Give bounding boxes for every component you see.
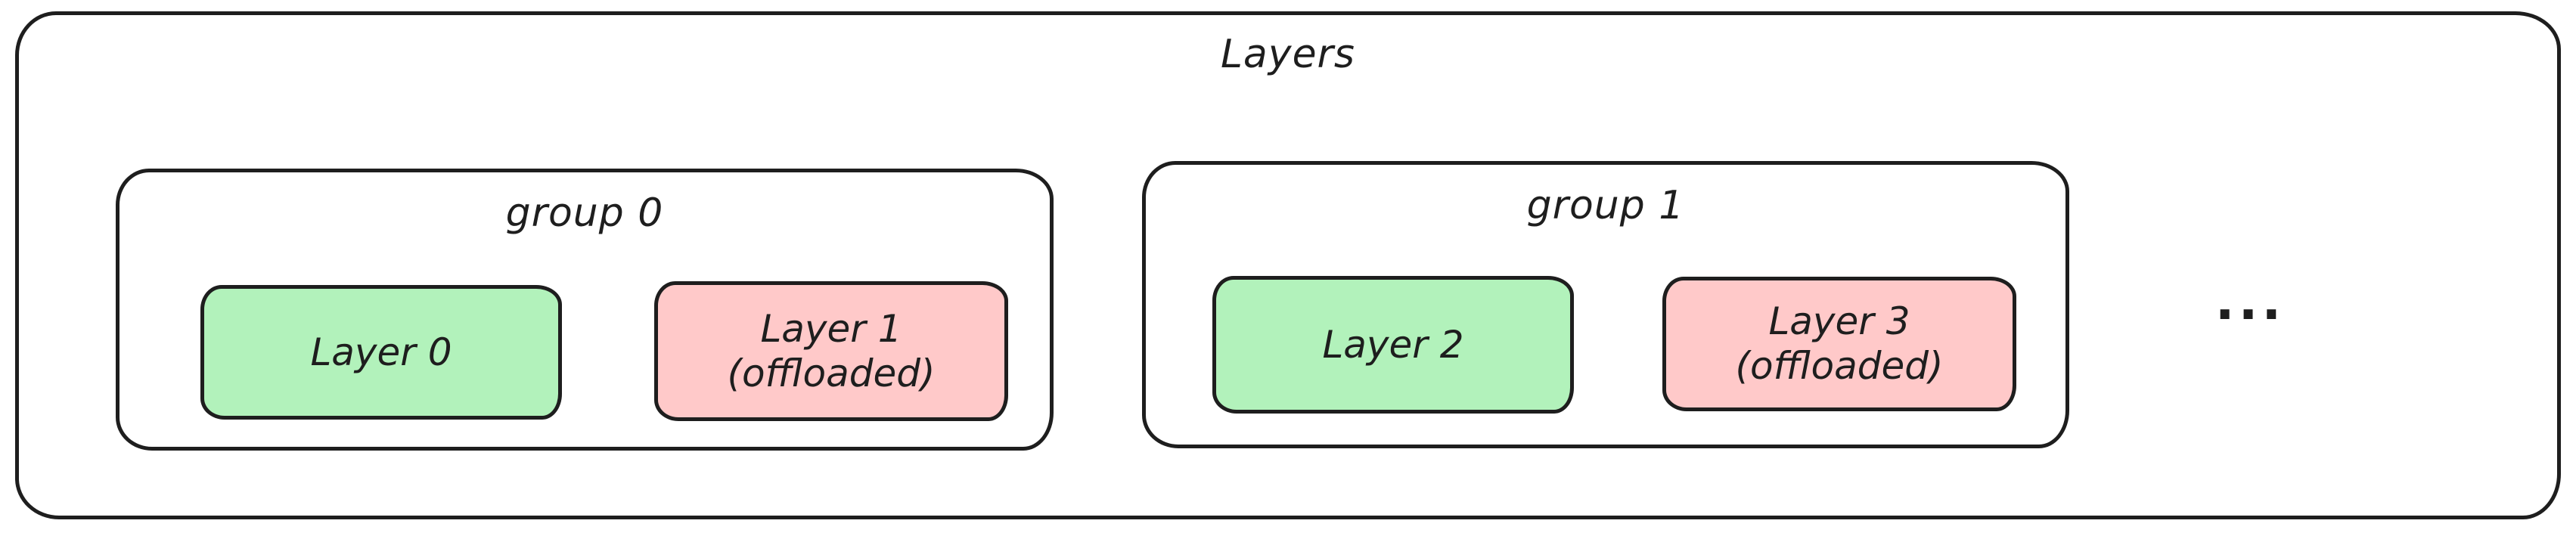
layer-3-label: Layer 3 [1768, 299, 1910, 343]
layer-3-sublabel: (offloaded) [1735, 344, 1944, 388]
layers-title: Layers [1220, 32, 1356, 77]
more-groups-ellipsis: ... [2214, 272, 2286, 332]
group-1-box: group 1 Layer 2 Layer 3 (offloaded) [1142, 161, 2069, 448]
layer-2-box: Layer 2 [1212, 276, 1574, 414]
layer-0-label: Layer 0 [310, 330, 452, 374]
group-0-label: group 0 [505, 191, 664, 236]
layer-3-box: Layer 3 (offloaded) [1662, 277, 2016, 411]
layers-container-box: Layers group 0 Layer 0 Layer 1 (offloade… [15, 11, 2561, 519]
layer-1-sublabel: (offloaded) [727, 351, 936, 395]
layer-2-label: Layer 2 [1322, 322, 1464, 367]
group-0-box: group 0 Layer 0 Layer 1 (offloaded) [116, 169, 1054, 451]
layer-0-box: Layer 0 [200, 285, 562, 420]
layer-1-label: Layer 1 [760, 306, 902, 351]
layer-1-box: Layer 1 (offloaded) [654, 281, 1008, 421]
group-1-label: group 1 [1526, 183, 1685, 228]
